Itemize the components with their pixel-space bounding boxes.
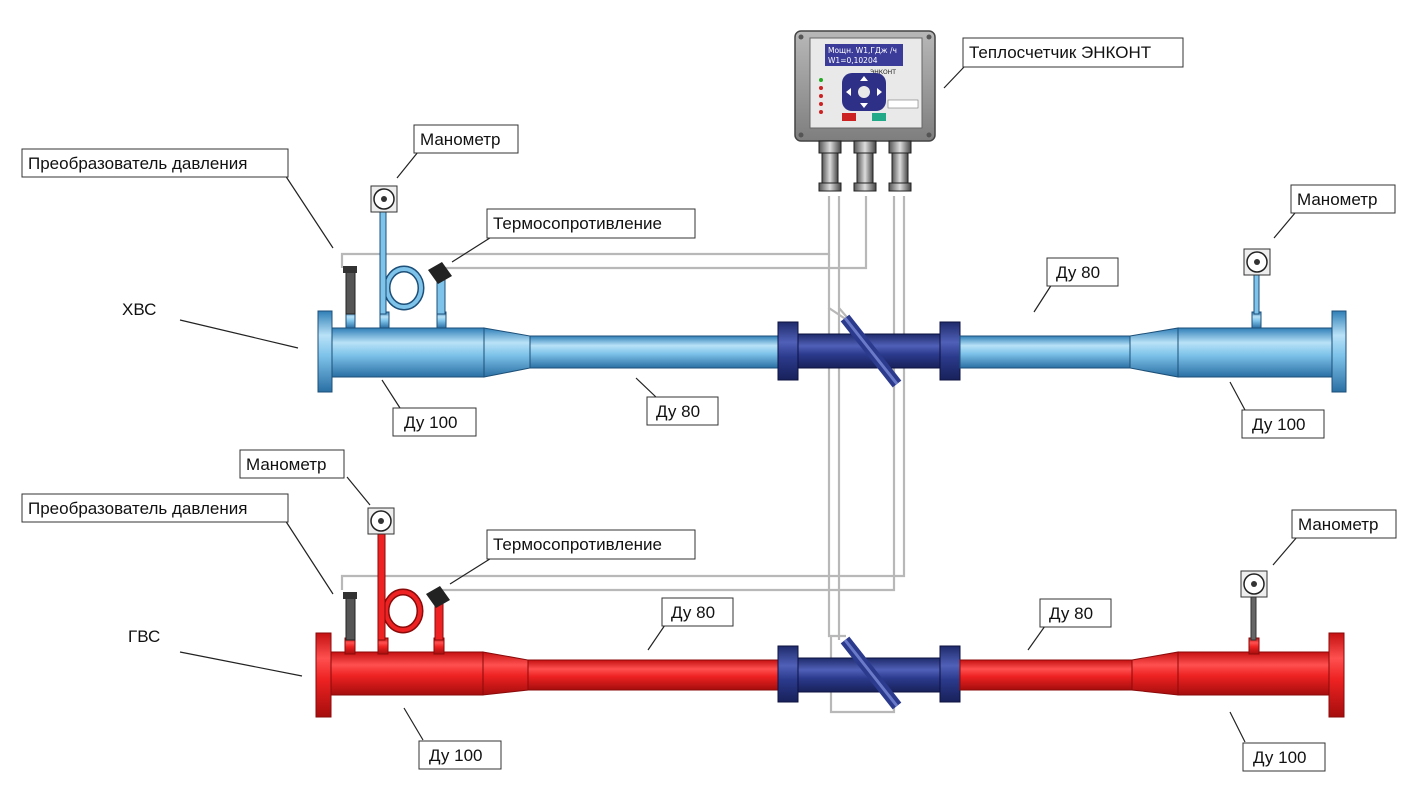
- leader-lines: [179, 66, 1298, 743]
- meter-display-line2: W1=0,10204: [828, 56, 878, 65]
- svg-text:Ду 100: Ду 100: [1253, 748, 1306, 767]
- svg-text:Манометр: Манометр: [1297, 190, 1377, 209]
- hot-siphon-gauge: [367, 507, 424, 641]
- label-cold-thermo: Термосопротивление: [486, 208, 696, 239]
- cold-water-pipeline: [317, 310, 1347, 393]
- label-cold-gauge-right: Манометр: [1290, 184, 1396, 214]
- svg-text:Преобразователь давления: Преобразователь давления: [28, 499, 247, 518]
- svg-text:Преобразователь давления: Преобразователь давления: [28, 154, 247, 173]
- svg-text:Теплосчетчик ЭНКОНТ: Теплосчетчик ЭНКОНТ: [969, 43, 1151, 62]
- hot-pressure-transducer: [343, 592, 357, 641]
- label-cold-line-name: ХВС: [122, 300, 156, 319]
- label-cold-dn-right-mid: Ду 80: [1046, 257, 1119, 287]
- cold-siphon-gauge: [370, 185, 425, 315]
- label-cold-dn-left: Ду 100: [392, 407, 477, 437]
- cold-right-gauge: [1243, 248, 1271, 315]
- svg-text:Манометр: Манометр: [420, 130, 500, 149]
- meter-display-line1: Мощн. W1,ГДж /ч: [828, 46, 897, 55]
- hot-water-pipeline: [315, 632, 1345, 718]
- label-hot-dn-mid: Ду 80: [661, 597, 734, 627]
- label-hot-thermo: Термосопротивление: [486, 529, 696, 560]
- meter-keypad: [842, 73, 886, 121]
- svg-text:Ду 100: Ду 100: [404, 413, 457, 432]
- label-hot-dn-right-mid: Ду 80: [1039, 598, 1112, 628]
- svg-text:Ду 80: Ду 80: [656, 402, 700, 421]
- svg-text:Ду 100: Ду 100: [429, 746, 482, 765]
- label-hot-gauge-left: Манометр: [239, 449, 345, 479]
- svg-text:Ду 80: Ду 80: [1056, 263, 1100, 282]
- svg-text:Ду 80: Ду 80: [671, 603, 715, 622]
- meter-display: [825, 44, 903, 66]
- label-cold-dn-right: Ду 100: [1241, 409, 1325, 439]
- label-hot-dn-left: Ду 100: [418, 740, 502, 770]
- label-cold-pressure-transducer: Преобразователь давления: [21, 148, 289, 178]
- cold-pressure-transducer: [343, 266, 357, 315]
- hot-right-gauge: [1240, 570, 1268, 641]
- label-hot-pressure-transducer: Преобразователь давления: [21, 493, 289, 523]
- hot-thermo-sensor: [426, 586, 450, 641]
- meter-brand: ЭНКОНТ: [870, 69, 896, 76]
- svg-text:Манометр: Манометр: [246, 455, 326, 474]
- cold-thermo-sensor: [428, 262, 452, 315]
- label-hot-gauge-right: Манометр: [1291, 509, 1397, 539]
- svg-text:Манометр: Манометр: [1298, 515, 1378, 534]
- svg-text:Термосопротивление: Термосопротивление: [493, 214, 662, 233]
- label-cold-gauge-left: Манометр: [413, 124, 519, 154]
- label-heat-meter: Теплосчетчик ЭНКОНТ: [962, 37, 1184, 68]
- label-hot-line-name: ГВС: [128, 627, 160, 646]
- cable-glands: [818, 140, 912, 192]
- label-cold-dn-mid: Ду 80: [646, 396, 719, 426]
- heat-meter-device: Мощн. W1,ГДж /ч W1=0,10204 ЭНКОНТ: [794, 30, 936, 192]
- svg-text:Термосопротивление: Термосопротивление: [493, 535, 662, 554]
- meter-leds: [819, 78, 823, 114]
- label-hot-dn-right: Ду 100: [1242, 742, 1326, 772]
- svg-text:Ду 100: Ду 100: [1252, 415, 1305, 434]
- signal-wires: [340, 196, 906, 714]
- svg-text:Ду 80: Ду 80: [1049, 604, 1093, 623]
